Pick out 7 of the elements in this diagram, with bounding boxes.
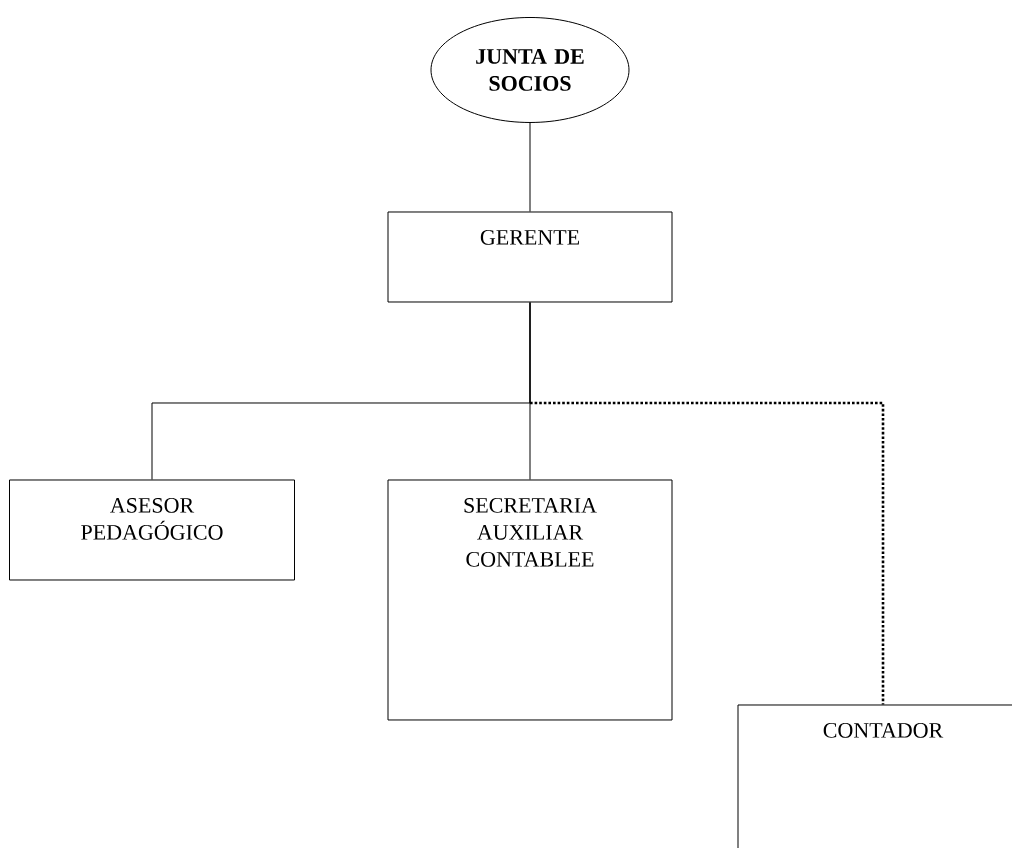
org-box: ASESOR PEDAGÓGICO xyxy=(9,479,295,581)
ellipse-node: JUNTA DE SOCIOS xyxy=(430,17,630,123)
connector-line xyxy=(529,302,885,705)
connector-line xyxy=(529,122,531,212)
org-box: GERENTE xyxy=(387,211,673,303)
org-box: SECRETARIA AUXILIAR CONTABLEE xyxy=(387,479,673,721)
org-box: CONTADOR xyxy=(737,704,1012,848)
